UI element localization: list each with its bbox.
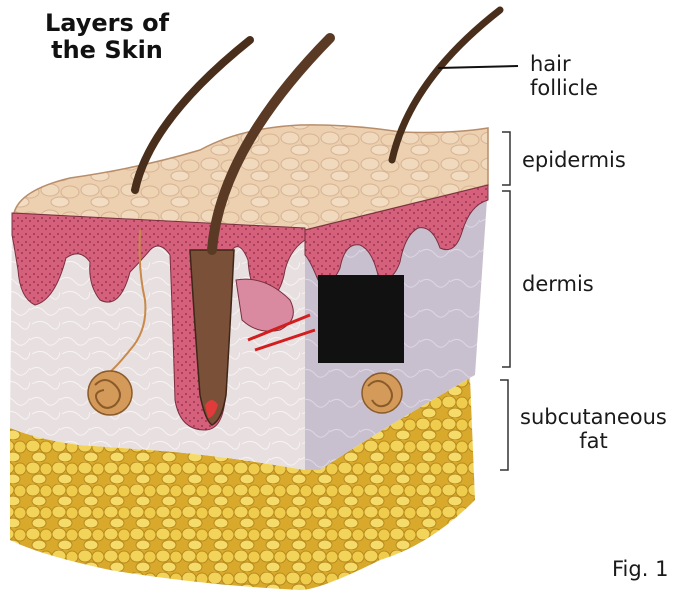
hair-shaft-left bbox=[131, 36, 254, 194]
label-dermis: dermis bbox=[522, 272, 594, 296]
subcutaneous-bracket bbox=[500, 379, 509, 471]
label-subcutaneous-line-1: subcutaneous bbox=[520, 405, 667, 429]
label-subcutaneous-line-2: fat bbox=[579, 429, 608, 453]
figure-number: Fig. 1 bbox=[612, 557, 669, 581]
label-subcutaneous-fat: subcutaneous fat bbox=[520, 405, 667, 453]
label-hair-follicle: hair follicle bbox=[530, 52, 598, 100]
blood-vessel bbox=[247, 313, 316, 352]
title-line-2: the Skin bbox=[51, 36, 163, 64]
dermis-bracket bbox=[502, 190, 511, 368]
title-line-1: Layers of bbox=[44, 9, 170, 37]
sweat-gland-front bbox=[87, 370, 133, 416]
dermal-papillae-front bbox=[11, 212, 306, 431]
hair-shaft-right bbox=[388, 6, 504, 164]
label-epidermis: epidermis bbox=[522, 148, 626, 172]
label-hair-follicle-line-2: follicle bbox=[530, 76, 599, 100]
sweat-gland-side bbox=[361, 372, 403, 414]
sweat-duct-front bbox=[109, 229, 147, 373]
diagram-title: Layers of the Skin bbox=[22, 10, 192, 64]
subcutaneous-fat-layer bbox=[10, 378, 475, 590]
label-hair-follicle-line-1: hair bbox=[530, 52, 571, 76]
hair-bulb-papilla bbox=[205, 400, 218, 418]
hair-follicle-pointer bbox=[437, 65, 519, 69]
hair-shaft-center bbox=[207, 33, 335, 255]
hair-follicle bbox=[189, 249, 235, 426]
redaction-box bbox=[318, 275, 404, 363]
sebaceous-gland bbox=[235, 278, 294, 332]
epidermis-bracket bbox=[502, 131, 511, 186]
